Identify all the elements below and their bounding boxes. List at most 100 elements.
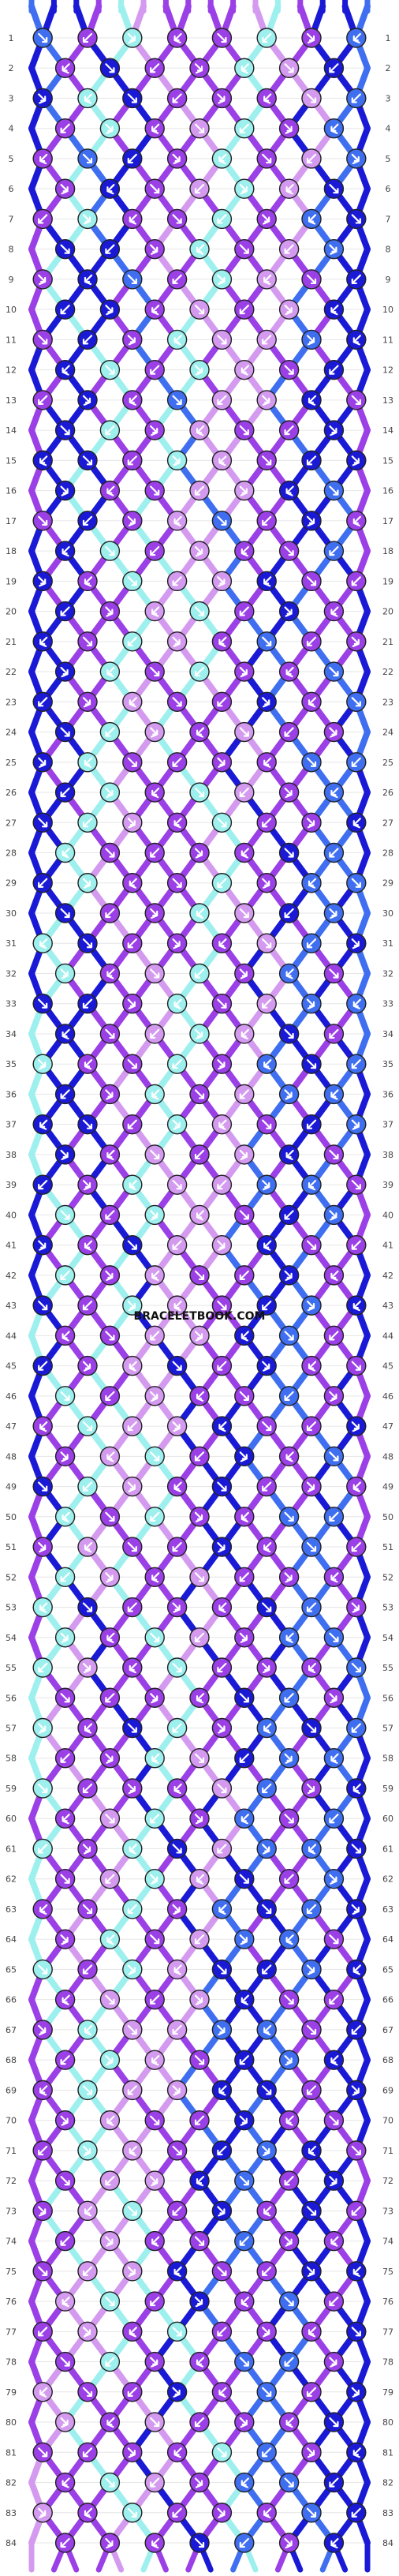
knot-arrow-icon [194, 1451, 205, 1462]
knot-arrow-icon [239, 1149, 248, 1161]
knot-arrow-icon [306, 757, 317, 767]
row-number-right: 55 [382, 1663, 393, 1673]
knot-arrow-icon [351, 1119, 360, 1130]
row-number-left: 67 [6, 2025, 17, 2035]
knot-arrow-icon [82, 636, 93, 646]
knot-arrow-icon [329, 666, 339, 677]
row-number-left: 36 [6, 1089, 17, 1099]
row-number-right: 18 [382, 546, 393, 556]
row-number-left: 12 [6, 365, 17, 376]
row-number-left: 74 [6, 2237, 17, 2247]
row-number-right: 69 [382, 2085, 393, 2095]
row-number-left: 47 [6, 1421, 17, 1432]
row-number-right: 11 [382, 335, 393, 345]
knot-arrow-icon [262, 878, 270, 889]
knot-arrow-icon [262, 697, 270, 708]
knot-arrow-icon [150, 425, 158, 436]
row-number-right: 7 [386, 214, 391, 224]
knot-arrow-icon [262, 1361, 270, 1372]
row-number-right: 83 [382, 2508, 393, 2518]
row-number-right: 25 [382, 758, 393, 768]
knot-arrow-icon [306, 274, 317, 285]
row-number-left: 70 [6, 2116, 17, 2126]
knot-arrow-icon [82, 1180, 91, 1191]
row-number-right: 34 [382, 1029, 393, 1039]
knot-arrow-icon [172, 274, 182, 285]
knot-arrow-icon [105, 123, 114, 134]
knot-arrow-icon [172, 757, 182, 767]
knot-arrow-icon [39, 1119, 48, 1130]
row-number-left: 3 [9, 93, 14, 103]
knot-arrow-icon [284, 63, 294, 73]
knot-arrow-icon [60, 727, 70, 737]
knot-arrow-icon [127, 335, 136, 346]
row-number-left: 53 [6, 1603, 17, 1613]
row-number-left: 48 [6, 1451, 17, 1462]
knot-arrow-icon [129, 878, 137, 889]
knot-arrow-icon [217, 214, 227, 224]
row-number-left: 4 [9, 124, 14, 134]
row-number-right: 13 [382, 395, 393, 406]
knot-arrow-icon [239, 425, 249, 436]
row-number-left: 32 [6, 968, 17, 979]
row-number-left: 55 [6, 1663, 17, 1673]
row-number-right: 59 [382, 1784, 393, 1794]
knot-arrow-icon [241, 1511, 249, 1522]
knot-arrow-icon [351, 395, 361, 405]
knot-arrow-icon [150, 1028, 160, 1039]
knot-arrow-icon [150, 1331, 160, 1341]
row-number-right: 48 [382, 1451, 393, 1462]
knot-arrow-icon [194, 848, 203, 859]
knot-arrow-icon [352, 1481, 361, 1492]
knot-arrow-icon [150, 1149, 160, 1160]
row-number-right: 72 [382, 2176, 393, 2186]
row-number-left: 68 [6, 2055, 17, 2065]
knot-arrow-icon [284, 606, 293, 617]
knot-arrow-icon [306, 153, 317, 164]
row-number-right: 58 [382, 1754, 393, 1764]
knot-arrow-icon [127, 1119, 137, 1129]
knot-arrow-icon [239, 666, 248, 678]
row-number-right: 37 [382, 1120, 393, 1130]
knot-arrow-icon [172, 1421, 181, 1432]
knot-arrow-icon [105, 1511, 115, 1522]
row-number-right: 68 [382, 2055, 393, 2065]
row-number-left: 65 [6, 1964, 17, 1975]
knot-arrow-icon [262, 636, 272, 646]
knot-arrow-icon [217, 998, 227, 1009]
knot-arrow-icon [60, 1210, 70, 1220]
row-number-right: 30 [382, 908, 393, 919]
row-number-right: 46 [382, 1391, 393, 1402]
knot-arrow-icon [306, 1119, 317, 1129]
knot-arrow-icon [196, 425, 205, 436]
knot-arrow-icon [105, 1210, 115, 1220]
row-number-left: 46 [6, 1391, 17, 1402]
knot-arrow-icon [217, 335, 227, 345]
row-number-left: 37 [6, 1120, 17, 1130]
knot-arrow-icon [60, 1451, 69, 1462]
knot-arrow-icon [194, 1089, 205, 1099]
row-number-right: 40 [382, 1210, 393, 1220]
knot-arrow-icon [217, 757, 226, 768]
knot-arrow-icon [351, 878, 361, 888]
knot-arrow-icon [62, 1331, 70, 1342]
knot-arrow-icon [60, 908, 70, 919]
knot-arrow-icon [84, 757, 93, 768]
knot-arrow-icon [129, 214, 137, 225]
knot-arrow-icon [150, 244, 158, 255]
knot-arrow-icon [127, 1240, 137, 1250]
knot-arrow-icon [194, 1028, 203, 1040]
row-number-left: 24 [6, 728, 17, 738]
knot-arrow-icon [196, 727, 205, 738]
knot-arrow-icon [151, 305, 160, 316]
knot-arrow-icon [62, 545, 70, 557]
row-number-right: 1 [386, 33, 391, 43]
knot-arrow-icon [351, 636, 360, 647]
row-number-right: 54 [382, 1633, 393, 1643]
knot-arrow-icon [84, 1240, 93, 1251]
knot-arrow-icon [62, 63, 70, 74]
knot-arrow-icon [150, 1511, 160, 1522]
row-number-left: 43 [6, 1301, 17, 1311]
row-number-left: 42 [6, 1271, 17, 1281]
knot-arrow-icon [105, 425, 115, 436]
